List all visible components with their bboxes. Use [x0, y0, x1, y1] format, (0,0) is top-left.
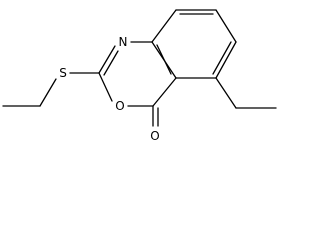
bond-c4a-c8a-inner	[156, 44, 172, 75]
bonds	[2, 9, 277, 127]
bond-n-c2	[98, 45, 116, 74]
bond-c4-c4a	[152, 77, 177, 107]
bond-c2-o1	[98, 72, 113, 102]
bond-c5-ch2	[215, 77, 237, 109]
bond-c6-c5-inner	[212, 41, 232, 75]
nitrogen-label: N	[119, 35, 128, 49]
bond-c6-c5	[215, 41, 237, 79]
bond-c7-c6	[215, 9, 237, 43]
molecule-structure-diagram: N S O O	[2, 9, 277, 143]
carbonyl-oxygen-label: O	[150, 129, 159, 143]
bond-s-ch2	[39, 78, 57, 107]
sulfur-label: S	[59, 66, 67, 80]
bond-c8a-c8	[151, 9, 177, 43]
ring-oxygen-label: O	[115, 99, 124, 113]
bond-n-c2-inner	[103, 50, 119, 76]
atom-labels: N S O O	[59, 35, 160, 143]
